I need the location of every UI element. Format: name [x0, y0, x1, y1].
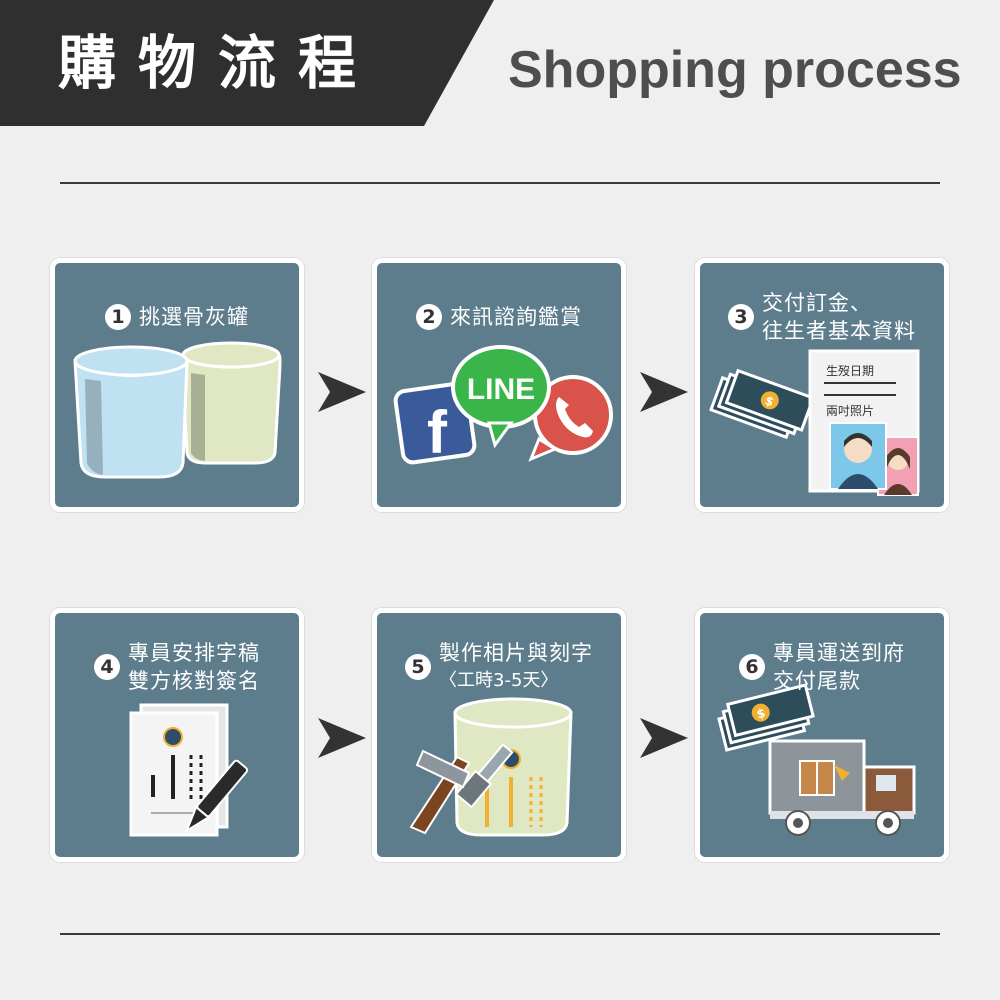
step-card-5: 5 製作相片與刻字 〈工時3-5天〉: [372, 608, 626, 862]
step-number-4: 4: [94, 654, 120, 680]
delivery-truck-icon: [768, 739, 916, 836]
step-title-2: 2 來訊諮詢鑑賞: [377, 281, 621, 353]
svg-text:LINE: LINE: [467, 373, 535, 406]
document-icon: [129, 703, 229, 837]
chisel-icon: [454, 743, 514, 809]
header-band: [0, 0, 494, 126]
bottom-divider: [60, 933, 940, 935]
line-app-icon: LINE: [451, 345, 551, 449]
step-4-line-2: 雙方核對簽名: [128, 669, 260, 693]
step-card-6: $ 6 專員運送到府 交付尾款: [695, 608, 949, 862]
step-title-4: 4 專員安排字稿 雙方核對簽名: [55, 631, 299, 703]
svg-text:$: $: [755, 706, 766, 722]
hammer-icon: [409, 749, 471, 835]
deposit-and-form-illustration: $ 生歿日期 兩吋照片: [709, 349, 920, 496]
step-title-5: 5 製作相片與刻字 〈工時3-5天〉: [377, 631, 621, 703]
form-field-photo: 兩吋照片: [826, 404, 874, 418]
step-title-1: 1 挑選骨灰罐: [55, 281, 299, 353]
svg-text:f: f: [427, 399, 448, 466]
green-urn-icon: [181, 341, 282, 465]
page-title-chinese: 購物流程: [58, 29, 379, 97]
step-number-1: 1: [105, 304, 131, 330]
step-title-6: 6 專員運送到府 交付尾款: [700, 631, 944, 703]
form-field-date: 生歿日期: [826, 364, 874, 378]
step-5-line-2: 〈工時3-5天〉: [439, 670, 559, 691]
delivery-illustration: $: [717, 683, 916, 836]
facebook-icon: f: [393, 381, 477, 466]
step-card-2: f LINE 2 來訊諮詢鑑賞: [372, 258, 626, 512]
man-photo-icon: [829, 422, 887, 490]
step-number-6: 6: [739, 654, 765, 680]
blue-urn-icon: [73, 345, 189, 479]
urns-illustration: [73, 341, 282, 479]
step-6-line-2: 交付尾款: [773, 669, 861, 693]
social-contact-illustration: f LINE: [393, 345, 613, 466]
step-3-line-2: 往生者基本資料: [762, 319, 916, 343]
step-card-3: $ 生歿日期 兩吋照片 3 交付訂金、 往生者基本資料: [695, 258, 949, 512]
step-2-line-1: 來訊諮詢鑑賞: [450, 305, 582, 329]
step-5-line-1: 製作相片與刻字: [439, 641, 593, 665]
document-signing-illustration: [129, 703, 249, 837]
step-title-3: 3 交付訂金、 往生者基本資料: [700, 281, 944, 353]
page-title-english: Shopping process: [508, 41, 962, 99]
cash-stack-icon: $: [717, 683, 815, 752]
phone-icon: [528, 375, 613, 462]
engraving-illustration: [409, 697, 573, 837]
step-3-line-1: 交付訂金、: [762, 291, 872, 315]
arrow-right-icon: [318, 718, 366, 758]
step-1-line-1: 挑選骨灰罐: [139, 305, 249, 329]
top-divider: [60, 182, 940, 184]
step-6-line-1: 專員運送到府: [773, 641, 905, 665]
step-number-3: 3: [728, 304, 754, 330]
step-card-1: 1 挑選骨灰罐: [50, 258, 304, 512]
step-number-5: 5: [405, 654, 431, 680]
step-number-2: 2: [416, 304, 442, 330]
cash-stack-icon: $: [709, 368, 816, 440]
engraved-urn-icon: [453, 697, 573, 837]
arrow-right-icon: [318, 372, 366, 412]
arrow-right-icon: [640, 372, 688, 412]
pen-icon: [184, 759, 249, 834]
step-card-4: 4 專員安排字稿 雙方核對簽名: [50, 608, 304, 862]
arrow-right-icon: [640, 718, 688, 758]
step-4-line-1: 專員安排字稿: [128, 641, 260, 665]
